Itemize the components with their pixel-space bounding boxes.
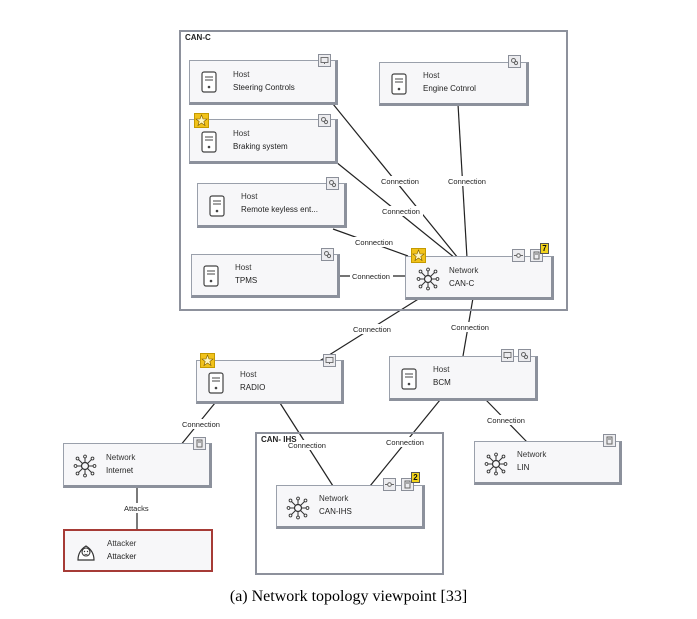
svg-text:Connection: Connection <box>382 207 420 216</box>
edge-label-canc-radio: Connection <box>351 324 394 334</box>
server-icon <box>201 71 217 93</box>
edge-label-braking: Connection <box>380 206 423 216</box>
edge-label-radio-internet: Connection <box>180 419 223 429</box>
monitor-icon[interactable] <box>501 349 514 362</box>
edge-label-keyless: Connection <box>353 237 396 247</box>
zone-can-c: CAN-C <box>179 30 568 311</box>
device-icon[interactable] <box>603 434 616 447</box>
node-kind: Network <box>449 266 479 275</box>
host-radio[interactable]: Host RADIO <box>196 353 344 404</box>
node-name: Braking system <box>233 142 288 151</box>
edge-label-attacks: Attacks <box>122 503 152 513</box>
node-kind: Host <box>233 70 250 79</box>
network-internet[interactable]: Network Internet <box>63 437 212 488</box>
node-name: Steering Controls <box>233 83 295 92</box>
monitor-icon[interactable] <box>323 354 336 367</box>
node-kind: Host <box>433 365 450 374</box>
network-hub-icon <box>73 454 97 478</box>
network-hub-icon <box>484 452 508 476</box>
host-remote-keyless-entry[interactable]: Host Remote keyless ent... <box>197 177 347 228</box>
node-kind: Host <box>240 370 257 379</box>
edge-label-bcm-canihs: Connection <box>384 437 427 447</box>
network-hub-icon <box>416 267 440 291</box>
server-icon <box>201 131 217 153</box>
network-lin[interactable]: Network LIN <box>474 434 622 485</box>
node-name: CAN-C <box>449 279 475 288</box>
svg-text:Connection: Connection <box>381 177 419 186</box>
svg-text:Connection: Connection <box>487 416 525 425</box>
monitor-icon[interactable] <box>318 54 331 67</box>
node-name: Engine Cotnrol <box>423 84 476 93</box>
host-engine-control[interactable]: Host Engine Cotnrol <box>379 55 529 106</box>
edge-label-engine: Connection <box>446 176 489 186</box>
node-kind: Network <box>106 453 136 462</box>
svg-text:Connection: Connection <box>448 177 486 186</box>
zone-can-ihs-label: CAN- IHS <box>261 435 297 444</box>
device-icon[interactable] <box>530 249 543 262</box>
filter-icon[interactable] <box>512 249 525 262</box>
svg-text:Connection: Connection <box>355 238 393 247</box>
count-badge: 7 <box>540 243 549 254</box>
svg-text:Connection: Connection <box>288 441 326 450</box>
gear-icon[interactable] <box>326 177 339 190</box>
svg-text:Connection: Connection <box>352 272 390 281</box>
node-name: LIN <box>517 463 530 472</box>
host-braking-system[interactable]: Host Braking system <box>189 113 338 164</box>
node-name: Attacker <box>107 552 137 561</box>
node-name: Internet <box>106 466 134 475</box>
device-icon[interactable] <box>193 437 206 450</box>
figure-caption: (a) Network topology viewpoint [33] <box>229 588 468 605</box>
network-can-c[interactable]: Network CAN-C 7 <box>405 243 554 300</box>
attacker-node[interactable]: Attacker Attacker <box>63 529 213 572</box>
svg-text:Attacks: Attacks <box>124 504 149 513</box>
edge-label-bcm-lin: Connection <box>485 415 528 425</box>
server-icon <box>391 73 407 95</box>
svg-text:Connection: Connection <box>353 325 391 334</box>
hacker-icon <box>77 545 95 561</box>
device-icon[interactable] <box>401 478 414 491</box>
node-kind: Attacker <box>107 539 137 548</box>
gear-icon[interactable] <box>321 248 334 261</box>
host-bcm[interactable]: Host BCM <box>389 349 538 401</box>
filter-icon[interactable] <box>383 478 396 491</box>
server-icon <box>401 368 417 390</box>
star-icon[interactable] <box>200 353 215 368</box>
count-badge: 2 <box>411 472 420 483</box>
svg-text:Connection: Connection <box>182 420 220 429</box>
gear-icon[interactable] <box>318 114 331 127</box>
gear-icon[interactable] <box>508 55 521 68</box>
gear-icon[interactable] <box>518 349 531 362</box>
edge-label-steering: Connection <box>379 176 422 186</box>
node-kind: Host <box>233 129 250 138</box>
host-steering-controls[interactable]: Host Steering Controls <box>189 54 338 105</box>
node-name: Remote keyless ent... <box>241 205 318 214</box>
edge-label-canc-bcm: Connection <box>449 322 492 332</box>
server-icon <box>208 372 224 394</box>
svg-text:Connection: Connection <box>451 323 489 332</box>
edge-label-radio-canihs: Connection <box>286 440 329 450</box>
node-name: BCM <box>433 378 451 387</box>
zone-can-c-label: CAN-C <box>185 33 211 42</box>
server-icon <box>209 195 225 217</box>
host-tpms[interactable]: Host TPMS <box>191 248 340 298</box>
svg-text:Connection: Connection <box>386 438 424 447</box>
network-can-ihs[interactable]: Network CAN-IHS 2 <box>276 472 425 529</box>
node-kind: Network <box>319 494 349 503</box>
server-icon <box>203 265 219 287</box>
network-hub-icon <box>286 496 310 520</box>
zone-can-ihs: CAN- IHS <box>255 432 444 575</box>
node-kind: Host <box>241 192 258 201</box>
node-kind: Host <box>423 71 440 80</box>
edge-label-tpms: Connection <box>350 271 393 281</box>
node-name: CAN-IHS <box>319 507 352 516</box>
star-icon[interactable] <box>194 113 209 128</box>
node-name: RADIO <box>240 383 266 392</box>
star-icon[interactable] <box>411 248 426 263</box>
node-kind: Host <box>235 263 252 272</box>
node-name: TPMS <box>235 276 258 285</box>
node-kind: Network <box>517 450 547 459</box>
